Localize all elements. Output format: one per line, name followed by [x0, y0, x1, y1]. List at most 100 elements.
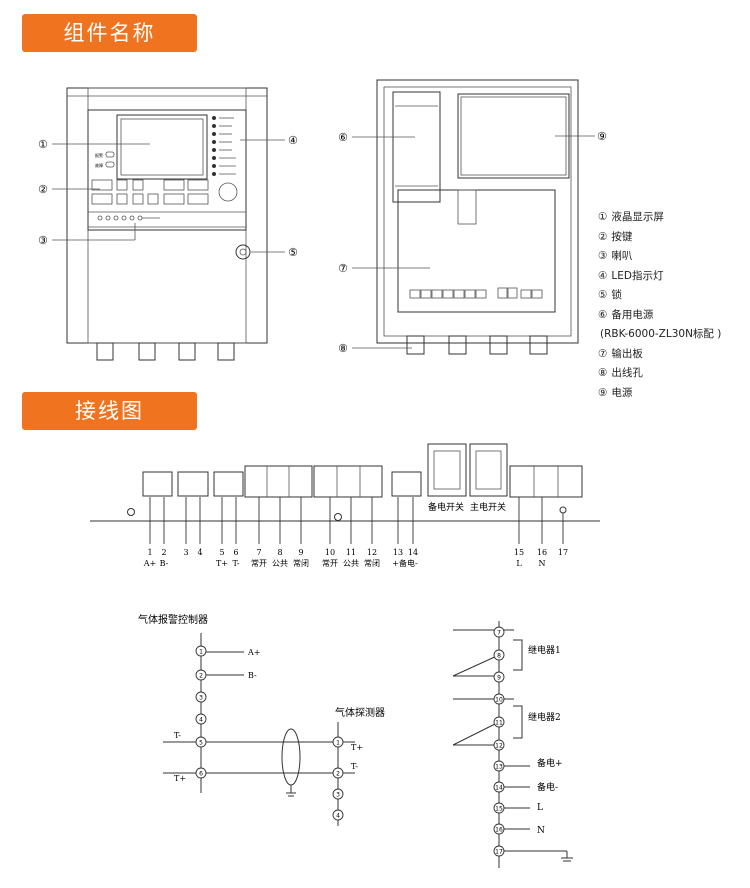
- pin-circle: [493, 649, 505, 661]
- front-enclosure: [66, 87, 268, 344]
- pin-number: 17: [495, 849, 503, 856]
- terminal-label: T-: [232, 559, 239, 568]
- front-panel: [87, 109, 247, 231]
- terminal-label: A+: [143, 559, 156, 568]
- callout-9: ⑨: [597, 130, 607, 143]
- pin-number: 4: [336, 813, 340, 820]
- pin-circle: [195, 713, 207, 725]
- legend-number: ④: [598, 269, 608, 282]
- pin-circle: [493, 671, 505, 683]
- lock-icon: [235, 244, 251, 260]
- pin-circle: [493, 693, 505, 705]
- pin-number: 9: [497, 675, 501, 682]
- pin-circle: [493, 739, 505, 751]
- pin-number: 8: [497, 653, 501, 660]
- legend-label: (RBK-6000-ZL30N标配 ): [600, 328, 722, 340]
- legend-number: ⑤: [598, 289, 608, 301]
- terminal-number: 10: [325, 548, 335, 557]
- terminal-label: B-: [160, 559, 169, 568]
- pin-circle: [195, 669, 207, 681]
- legend-number: ③: [598, 250, 608, 262]
- legend-label: 出线孔: [611, 367, 643, 379]
- terminal-number: 16: [537, 548, 547, 557]
- callout-2: ②: [38, 183, 48, 196]
- wiring-title-banner: 接线图: [22, 392, 197, 430]
- terminal-label: L: [516, 559, 522, 568]
- pin-number: 3: [336, 792, 340, 799]
- legend-label: 按键: [611, 230, 633, 243]
- terminal-number: 1: [147, 548, 152, 557]
- pin-circle: [493, 823, 505, 835]
- output-board: [397, 189, 556, 313]
- interior-view: [352, 79, 595, 355]
- right-t-minus: T-: [351, 762, 358, 771]
- callout-8: ⑧: [338, 342, 348, 355]
- terminal-number: 2: [161, 548, 166, 557]
- terminal-number: 8: [277, 548, 282, 557]
- terminal-label: 公共: [272, 559, 288, 568]
- terminal-number: 9: [298, 548, 303, 557]
- relay2-label: 继电器2: [528, 711, 561, 723]
- legend-label: LED指示灯: [611, 269, 664, 282]
- callout-1: ①: [38, 138, 48, 151]
- legend-label: 喇叭: [611, 250, 633, 262]
- pin-number: 2: [336, 771, 340, 778]
- backup-plus-label: 备电+: [537, 757, 563, 769]
- left-b-minus: B-: [248, 671, 257, 680]
- pin-number: 7: [497, 630, 501, 637]
- pin-circle: [332, 788, 344, 800]
- pin-number: 12: [495, 743, 503, 750]
- controller-label: 气体报警控制器: [138, 613, 208, 626]
- terminal-block: [90, 443, 600, 522]
- callout-5: ⑤: [288, 246, 298, 259]
- terminal-label: T+: [216, 559, 228, 568]
- terminal-number: 14: [408, 548, 418, 557]
- pin-circle: [332, 767, 344, 779]
- terminal-label: N: [539, 559, 546, 568]
- callout-6: ⑥: [338, 131, 348, 144]
- backup-minus-label: 备电-: [537, 781, 558, 793]
- pin-number: 15: [495, 806, 503, 813]
- led-column: [212, 116, 236, 176]
- pin-circle: [332, 736, 344, 748]
- pin-circle: [493, 626, 505, 638]
- legend-label: 备用电源: [611, 308, 654, 321]
- wiring-right-lines: [452, 621, 573, 868]
- pin-number: 3: [199, 695, 203, 702]
- pin-circle: [195, 736, 207, 748]
- power-supply: [457, 93, 570, 179]
- left-t-plus: T+: [174, 774, 186, 783]
- legend-label: 输出板: [611, 347, 643, 360]
- detector-label: 气体探测器: [335, 706, 385, 719]
- legend-label: 锁: [611, 289, 622, 301]
- cable-glands-interior: [406, 335, 548, 355]
- terminal-number: 15: [514, 548, 524, 557]
- pin-number: 1: [199, 649, 203, 656]
- legend-number: ②: [598, 230, 608, 243]
- pin-circle: [493, 716, 505, 728]
- terminal-number: 17: [558, 548, 568, 557]
- pin-number: 5: [199, 740, 203, 747]
- legend-number: ⑧: [598, 367, 608, 379]
- pin-circle: [195, 645, 207, 657]
- legend-number: ①: [598, 211, 608, 223]
- pin-circle: [493, 845, 505, 857]
- speaker-holes: [97, 215, 160, 221]
- cable-glands-front: [96, 342, 235, 361]
- pin-number: 16: [495, 827, 503, 834]
- pin-number: 1: [336, 740, 340, 747]
- pin-number: 6: [199, 771, 203, 778]
- interior-enclosure: [376, 79, 579, 344]
- terminal-number: 11: [346, 548, 356, 557]
- pin-number: 4: [199, 717, 203, 724]
- legend-item: (RBK-6000-ZL30N标配 ): [598, 325, 721, 345]
- left-a-plus: A+: [247, 648, 260, 657]
- pin-circle: [195, 767, 207, 779]
- callout-7: ⑦: [338, 262, 348, 275]
- pin-circle: [332, 809, 344, 821]
